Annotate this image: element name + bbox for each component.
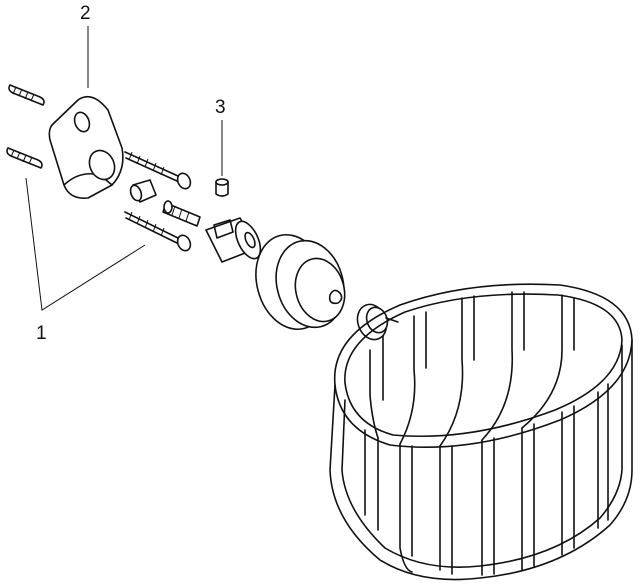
threaded-pin (162, 200, 201, 227)
callout-1: 1 (36, 323, 47, 344)
leader-line-1 (25, 177, 146, 311)
callout-2: 2 (80, 3, 91, 24)
fixing-knob (356, 303, 399, 341)
screw-top (124, 151, 192, 190)
wall-dowel-top (8, 84, 45, 106)
leader-lines (25, 26, 223, 311)
wall-bracket (48, 95, 124, 200)
wire-basket (329, 283, 633, 581)
callout-3: 3 (215, 97, 226, 118)
cap-part-3 (215, 178, 229, 197)
screw-bottom (124, 211, 192, 252)
sleeve-part (129, 179, 157, 203)
wall-dowel-bottom (6, 147, 43, 169)
coupling-part (205, 217, 262, 263)
wall-rosette (255, 233, 346, 331)
